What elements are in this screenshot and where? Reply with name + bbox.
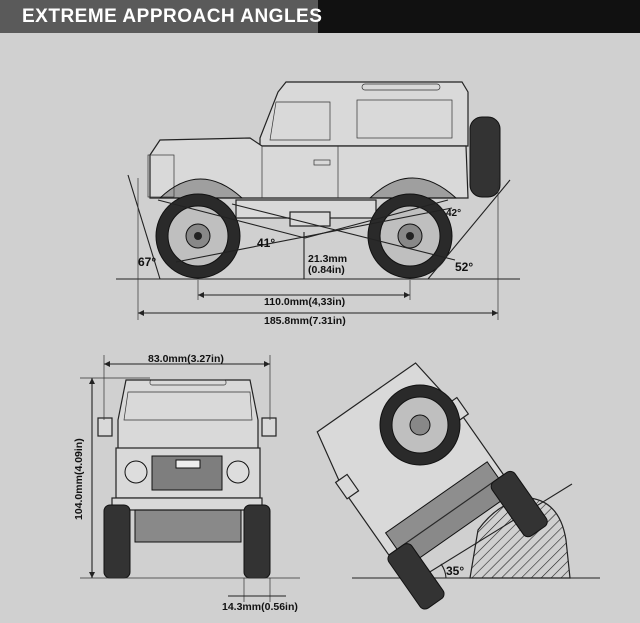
wheelbase-label: 110.0mm(4,33in) [264, 296, 345, 308]
length-label: 185.8mm(7.31in) [264, 315, 346, 327]
front-right-tire [243, 504, 271, 579]
tire-width-label: 14.3mm(0.56in) [222, 601, 298, 613]
departure-angle-label: 52° [455, 260, 473, 274]
front-view-dimensions [80, 355, 300, 602]
side-view-dimensions [116, 174, 520, 320]
rear-angle-label: 42° [446, 208, 461, 219]
climb-view-vehicle [316, 362, 600, 610]
height-label: 104.0mm(4.09in) [73, 438, 85, 520]
front-view-vehicle [97, 379, 277, 579]
page-title: EXTREME APPROACH ANGLES [22, 6, 323, 27]
header-tab [0, 0, 318, 33]
front-wheel-side [155, 193, 241, 279]
approach-angle-label: 67° [138, 255, 156, 269]
rear-wheel-side [367, 193, 453, 279]
ground-clearance-in: (0.84in) [308, 264, 345, 276]
climb-angle-label: 35° [446, 564, 464, 578]
ground-clearance-mm: 21.3mm [308, 253, 347, 265]
header-bar: EXTREME APPROACH ANGLES [0, 0, 640, 33]
side-view-vehicle [147, 81, 501, 279]
spare-tire-side [469, 116, 501, 198]
breakover-angle-label: 41° [257, 236, 275, 250]
front-left-tire [103, 504, 131, 579]
width-label: 83.0mm(3.27in) [148, 353, 224, 365]
